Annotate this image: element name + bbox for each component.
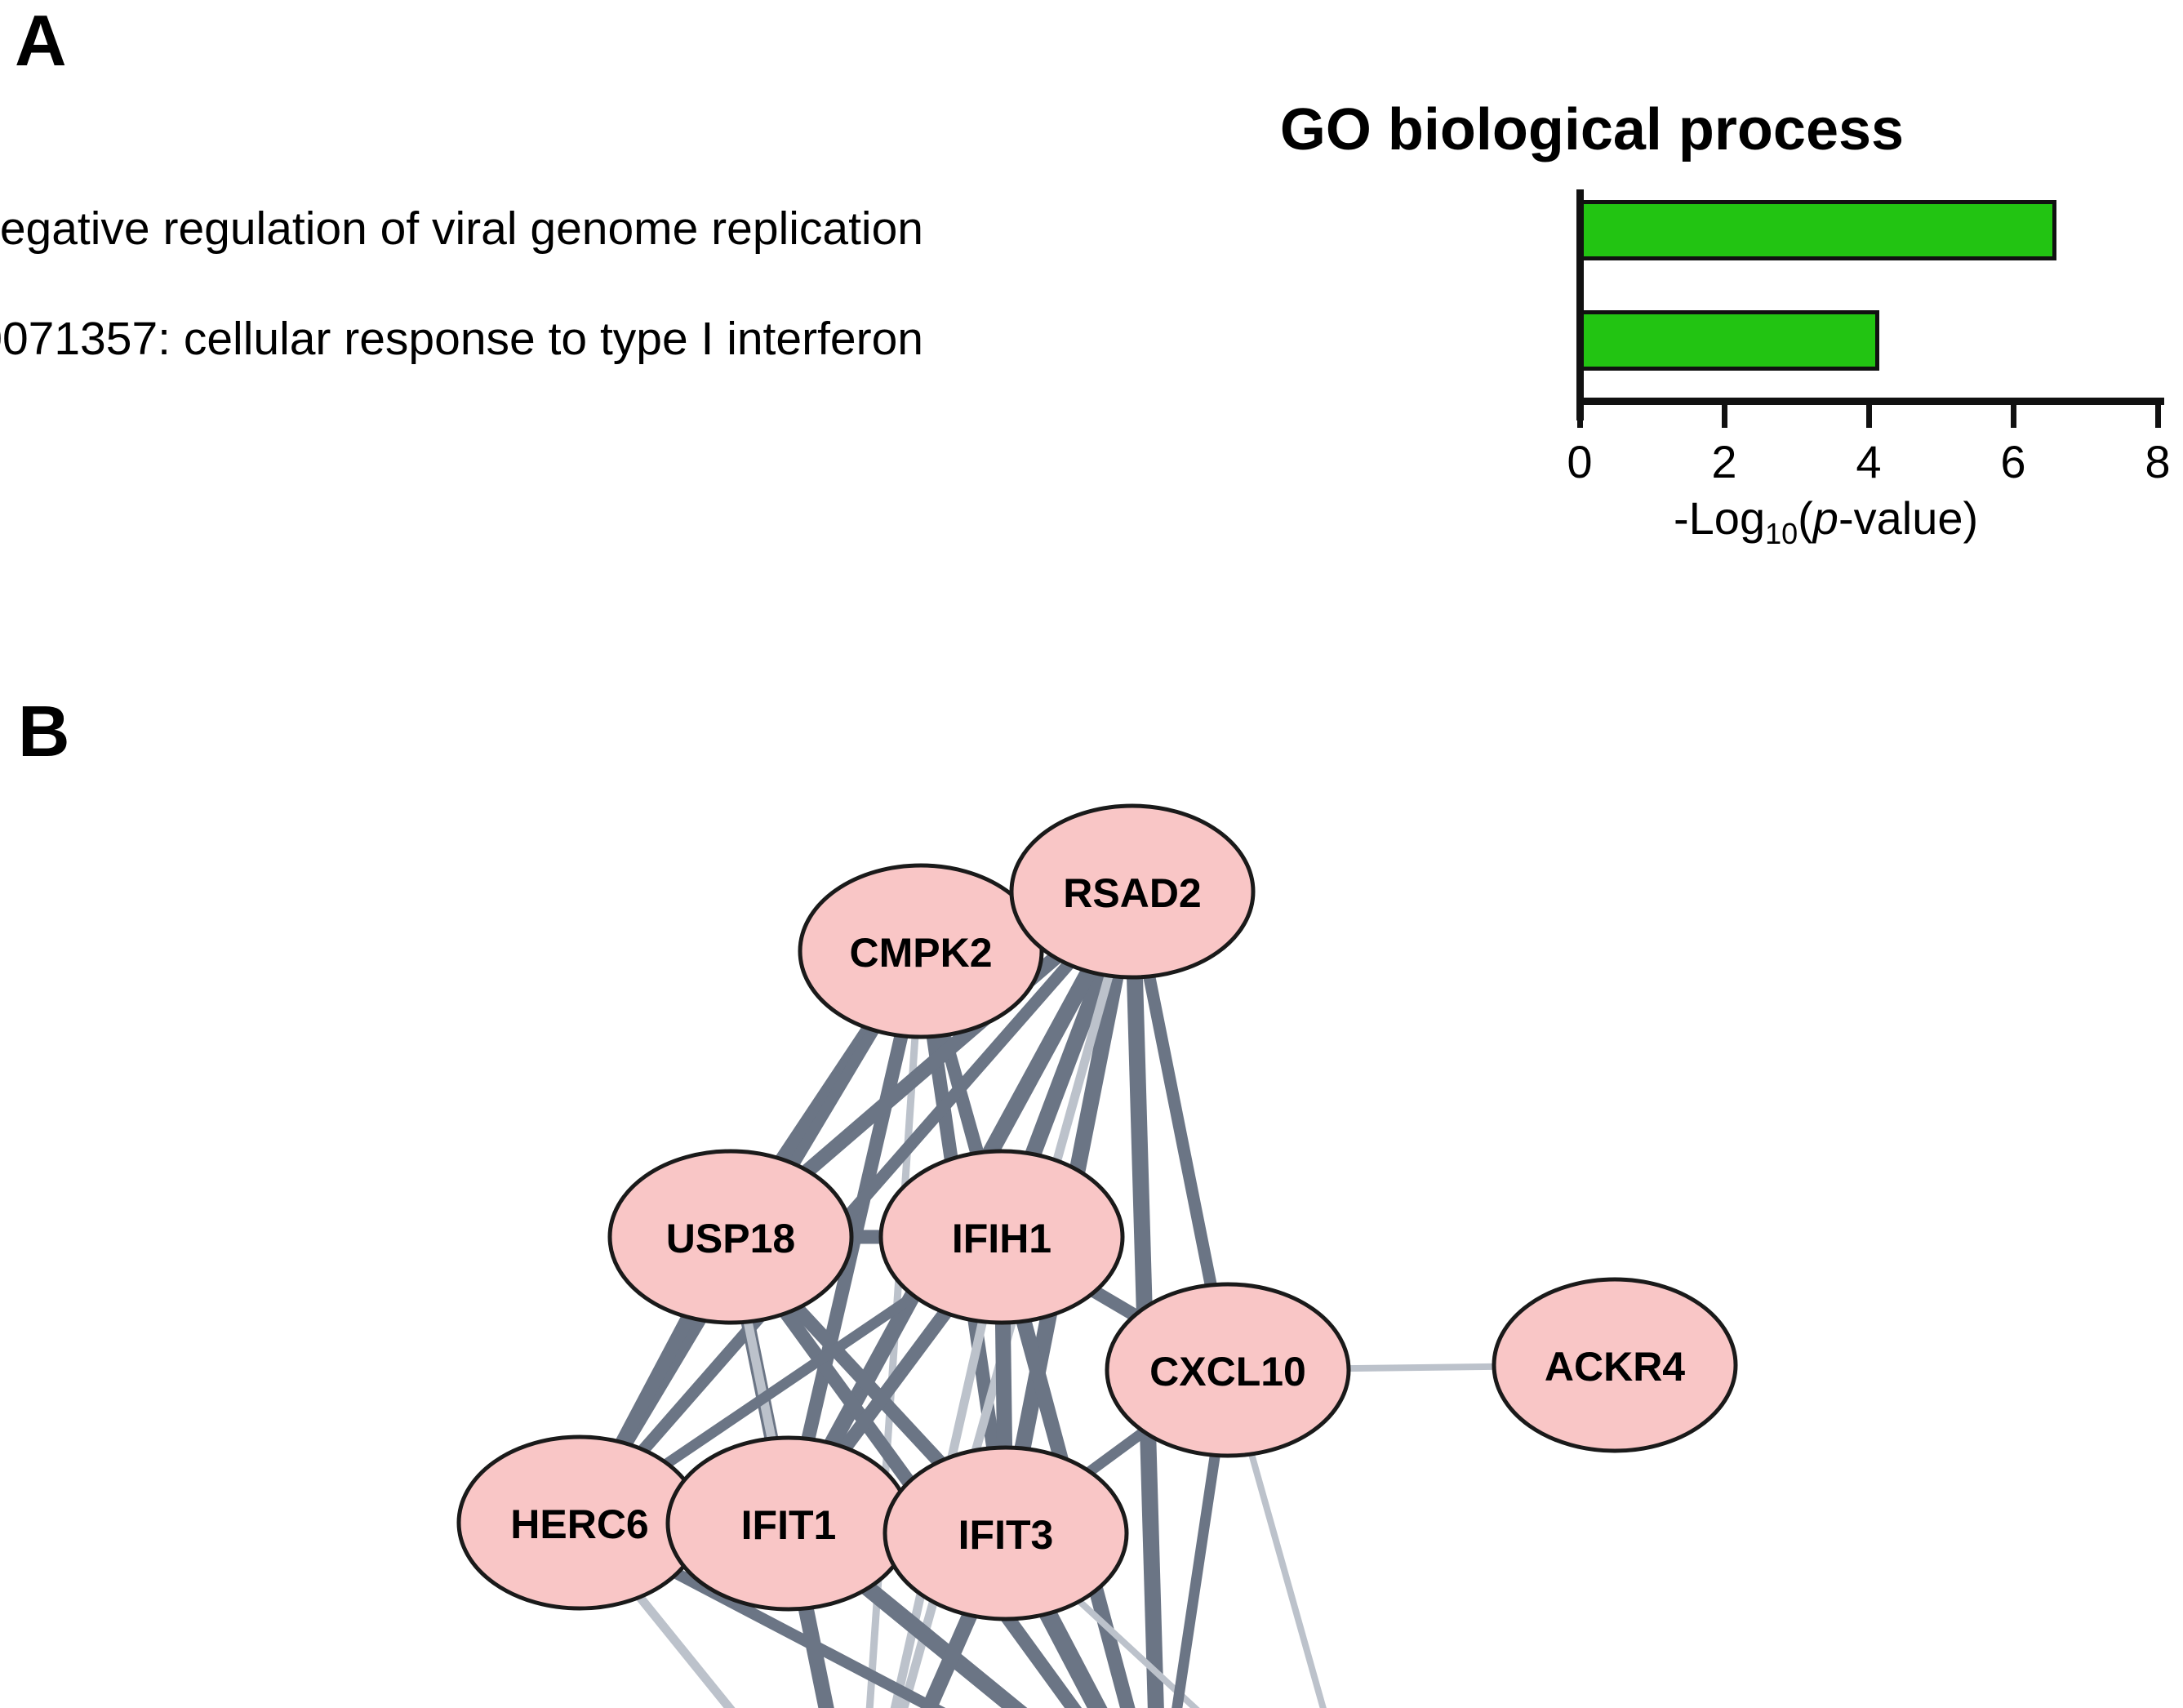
network-node[interactable]: IFIH1 <box>878 1149 1125 1325</box>
x-axis-tick-label: 4 <box>1856 436 1882 487</box>
network-node[interactable]: IFIT1 <box>665 1435 912 1612</box>
network-node[interactable]: CXCL10 <box>1105 1282 1351 1458</box>
node-ellipse <box>878 1149 1125 1325</box>
node-label: ACKR4 <box>1545 1344 1685 1390</box>
x-axis-tick-label: 6 <box>2000 436 2026 487</box>
x-axis-tick-label: 2 <box>1711 436 1737 487</box>
x-axis-line <box>1576 398 2164 405</box>
node-ellipse <box>883 1445 1129 1621</box>
network-node[interactable]: HERC6 <box>456 1434 703 1611</box>
network-node[interactable]: RSAD2 <box>1009 803 1256 980</box>
network-edge <box>575 887 1137 1527</box>
network-node[interactable]: USP18 <box>607 1149 854 1325</box>
x-axis-tick <box>1866 405 1872 428</box>
panel-label-a: A <box>15 0 67 81</box>
node-ellipse <box>1492 1277 1738 1453</box>
node-label: CMPK2 <box>849 930 992 976</box>
bar <box>1580 200 2057 260</box>
bar <box>1580 310 1880 371</box>
network-edge <box>899 890 1137 1708</box>
node-ellipse <box>798 863 1044 1039</box>
x-axis-tick <box>1577 405 1583 428</box>
node-label: USP18 <box>666 1216 795 1261</box>
node-ellipse <box>1105 1282 1351 1458</box>
go-bar-chart: GO biological process GO:0045071: negati… <box>0 0 2183 620</box>
node-label: IFIT3 <box>958 1512 1054 1558</box>
x-axis-tick <box>1722 405 1727 428</box>
category-label: GO:0045071: negative regulation of viral… <box>0 202 923 255</box>
node-label: RSAD2 <box>1063 870 1201 916</box>
y-axis-line <box>1576 189 1584 420</box>
network-node[interactable]: IFIT3 <box>883 1445 1129 1621</box>
chart-title: GO biological process <box>1279 97 1905 162</box>
node-label: IFIH1 <box>952 1216 1051 1261</box>
x-axis-tick-label: 0 <box>1567 436 1593 487</box>
node-label: HERC6 <box>510 1501 648 1547</box>
node-label: IFIT1 <box>741 1502 837 1548</box>
category-label: GO:0071357: cellular response to type I … <box>0 313 923 365</box>
x-axis-tick <box>2011 405 2016 428</box>
node-label: CXCL10 <box>1149 1349 1306 1394</box>
node-ellipse <box>607 1149 854 1325</box>
network-node[interactable]: CMPK2 <box>798 863 1044 1039</box>
panel-label-b: B <box>18 691 70 772</box>
node-ellipse <box>1009 803 1256 980</box>
x-axis-tick-label: 8 <box>2145 436 2171 487</box>
x-axis-tick <box>2155 405 2161 428</box>
x-axis-caption: -Log10(p-value) <box>1674 492 1979 551</box>
network-node[interactable]: ACKR4 <box>1492 1277 1738 1453</box>
